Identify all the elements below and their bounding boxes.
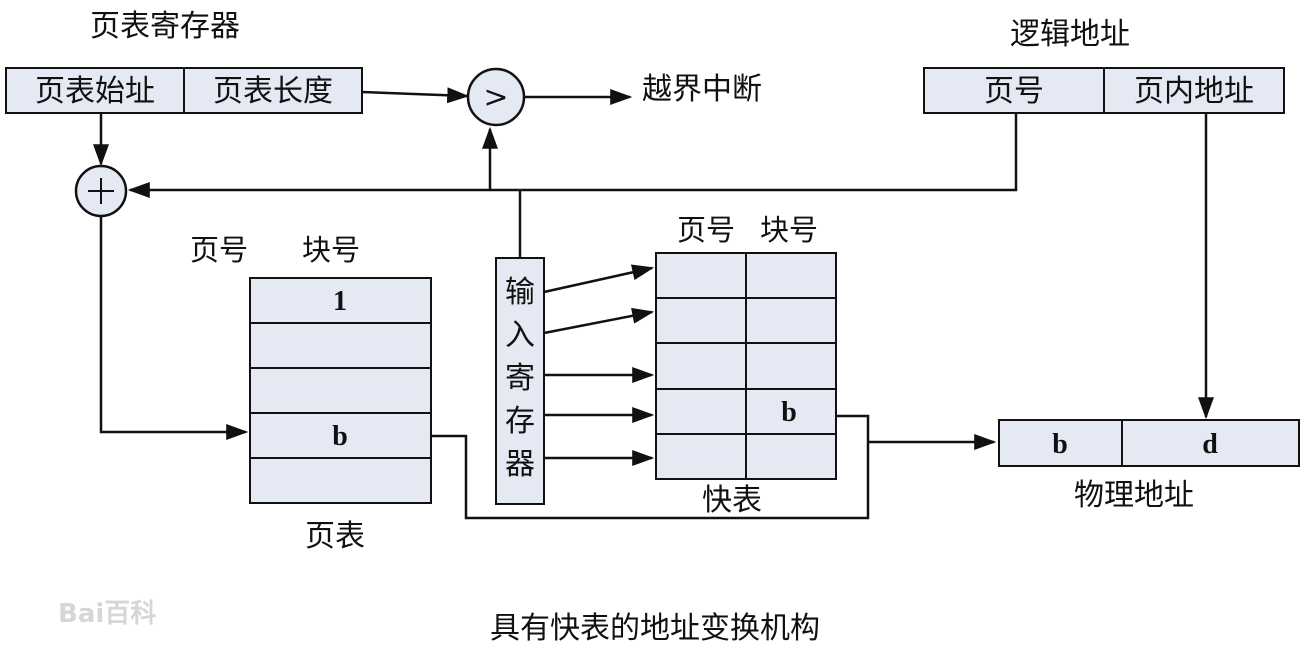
page-table-header-block: 块号 [302, 233, 360, 267]
physical-address: b d [998, 419, 1300, 467]
page-table-register: 页表始址 页表长度 [5, 67, 363, 114]
input-to-tlb-arrow [543, 264, 655, 294]
length-cell [183, 67, 363, 114]
comparator-symbol: > [483, 80, 508, 115]
page-table-row [249, 367, 432, 414]
logical-address: 页号 页内地址 [923, 67, 1285, 114]
tlb-caption: 快表 [702, 483, 762, 518]
page-table-row [249, 277, 432, 324]
physical-address-caption: 物理地址 [1074, 478, 1194, 513]
logical-offset-label: 页内地址 [1134, 74, 1254, 109]
tlb-header-page: 页号 [677, 213, 735, 247]
page-table-row [249, 322, 432, 369]
page-number-bus [490, 113, 1018, 192]
adder [74, 164, 128, 218]
comparator: > [466, 67, 526, 127]
input-register-char: 寄 [505, 361, 535, 396]
physical-offset-label: d [1202, 429, 1218, 460]
page-table-header-page: 页号 [190, 233, 248, 267]
logical-address-title: 逻辑地址 [1010, 17, 1130, 52]
page-table-cell: b [332, 421, 348, 452]
start-address-label: 页表始址 [35, 74, 155, 109]
start-address-cell [5, 67, 185, 114]
page-table-row [249, 412, 432, 459]
logical-page-label: 页号 [984, 74, 1044, 109]
input-register-box [495, 257, 545, 505]
page-table-row [249, 457, 432, 504]
input-to-tlb-arrow [543, 307, 655, 335]
adder-to-page-table-line [99, 216, 249, 440]
overflow-interrupt-label: 越界中断 [642, 72, 762, 107]
page-table: 1 b [249, 277, 432, 504]
physical-offset-cell [1121, 419, 1300, 467]
tlb-header-block: 块号 [760, 213, 818, 247]
tlb-to-physical-line [836, 414, 870, 442]
length-to-comparator-line [361, 87, 470, 104]
page-table-cell: 1 [333, 286, 347, 317]
page-table-caption: 页表 [305, 519, 365, 554]
logical-offset-cell [1103, 67, 1285, 114]
page-table-to-physical-line [431, 434, 870, 520]
tlb-cell: b [781, 397, 797, 428]
figure-caption: 具有快表的地址变换机构 [490, 611, 820, 646]
input-register: 输 入 寄 存 器 [495, 257, 545, 505]
tlb: b [655, 252, 837, 480]
length-label: 页表长度 [213, 74, 333, 109]
logical-page-cell [923, 67, 1105, 114]
page-table-register-title: 页表寄存器 [90, 9, 240, 44]
input-register-char: 器 [505, 447, 535, 482]
physical-block-label: b [1052, 429, 1068, 460]
input-register-char: 存 [505, 404, 535, 439]
watermark-logo: Bai百科 [58, 599, 156, 629]
input-register-char: 输 [505, 275, 535, 310]
input-register-char: 入 [505, 318, 535, 353]
